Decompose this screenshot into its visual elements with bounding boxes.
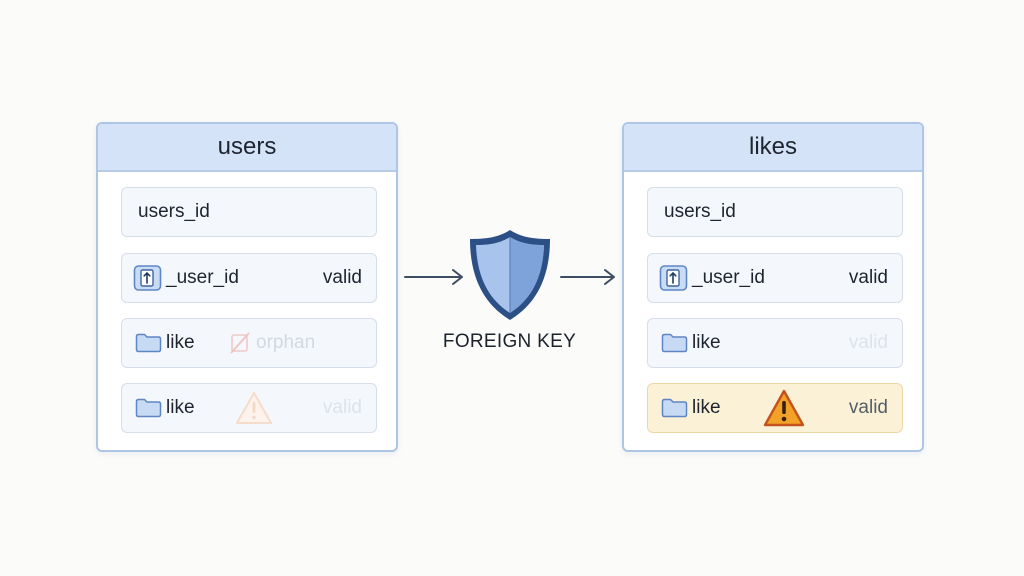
status-text: valid xyxy=(848,397,888,418)
table-row: like valid xyxy=(121,383,377,433)
folder-icon xyxy=(135,398,162,418)
table-row: like valid xyxy=(647,383,903,433)
warning-icon xyxy=(763,389,805,427)
likes-table: likes users_id _user_id valid like valid… xyxy=(622,122,924,452)
row-label: like xyxy=(692,332,721,353)
status-text: valid xyxy=(848,267,888,288)
table-row: users_id xyxy=(121,187,377,237)
shield-icon xyxy=(470,230,550,320)
warning-icon xyxy=(236,392,272,424)
orphan-status: orphan xyxy=(230,332,315,354)
row-label: _user_id xyxy=(166,267,239,288)
arrow-right-icon xyxy=(560,269,615,285)
folder-icon xyxy=(135,333,162,353)
row-label: like xyxy=(166,332,195,353)
foreign-key-label: FOREIGN KEY xyxy=(442,331,577,352)
row-label: _user_id xyxy=(692,267,765,288)
status-text: valid xyxy=(322,267,362,288)
key-icon xyxy=(659,265,688,291)
arrow-right-icon xyxy=(404,269,463,285)
table-title: likes xyxy=(624,124,922,172)
row-label: users_id xyxy=(138,201,210,222)
status-text: valid xyxy=(322,397,362,418)
key-icon xyxy=(133,265,162,291)
users-table: users users_id _user_id valid like orpha… xyxy=(96,122,398,452)
strikethrough-icon xyxy=(230,332,250,354)
table-row: _user_id valid xyxy=(121,253,377,303)
folder-icon xyxy=(661,398,688,418)
row-label: like xyxy=(166,397,195,418)
table-row: like valid xyxy=(647,318,903,368)
table-row: like orphan xyxy=(121,318,377,368)
table-title: users xyxy=(98,124,396,172)
table-row: users_id xyxy=(647,187,903,237)
table-row: _user_id valid xyxy=(647,253,903,303)
status-text: orphan xyxy=(256,332,316,353)
row-label: users_id xyxy=(664,201,736,222)
folder-icon xyxy=(661,333,688,353)
row-label: like xyxy=(692,397,721,418)
status-text: valid xyxy=(848,332,888,353)
